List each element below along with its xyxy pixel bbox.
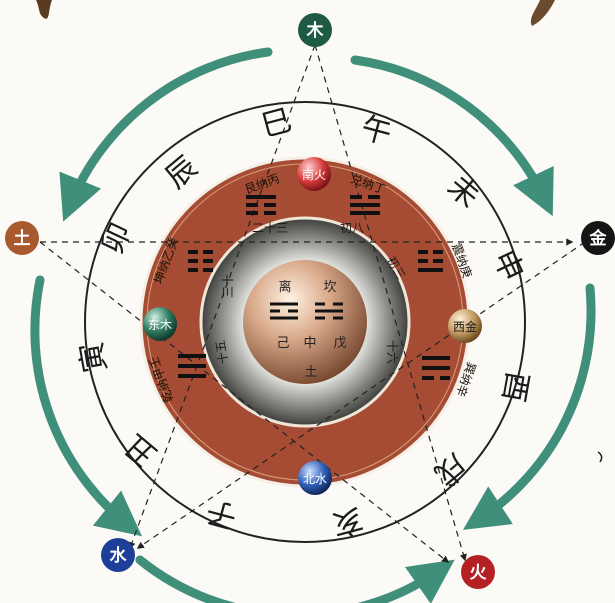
day-16: 十六 — [385, 340, 399, 364]
svg-text:木: 木 — [306, 20, 325, 41]
svg-text:西金: 西金 — [453, 319, 477, 334]
center-tu: 土 — [304, 365, 317, 380]
dragon-claw-left-icon — [36, 0, 52, 19]
branch-wei: 未 — [440, 169, 485, 215]
svg-text:土: 土 — [14, 228, 31, 249]
svg-text:东木: 东木 — [148, 318, 172, 332]
ink-mark-icon — [598, 452, 602, 462]
direction-east: 东木 — [143, 307, 177, 341]
center-ji: 己 — [276, 336, 289, 351]
direction-south: 南火 — [297, 157, 331, 191]
center-li: 离 — [278, 279, 291, 295]
arrow-cycle-icon — [140, 560, 440, 603]
center-wu: 戊 — [333, 336, 346, 351]
branch-xu: 戌 — [427, 446, 472, 492]
branch-wu: 午 — [357, 111, 395, 153]
element-fire: 火 — [461, 555, 495, 589]
day-8: 初八 — [340, 221, 364, 235]
dragon-claw-right-icon — [531, 0, 555, 26]
svg-text:北水: 北水 — [303, 472, 327, 486]
arrow-cycle-icon — [478, 288, 591, 520]
branch-hai: 亥 — [328, 501, 366, 543]
svg-text:火: 火 — [470, 563, 488, 583]
element-water: 水 — [101, 538, 135, 572]
element-earth: 土 — [5, 221, 39, 255]
branch-zi: 子 — [203, 493, 241, 535]
branch-chen: 辰 — [159, 150, 204, 196]
day-30: 三十 — [221, 274, 235, 298]
branch-chou: 丑 — [118, 427, 163, 473]
element-metal: 金 — [581, 221, 615, 255]
branch-you: 酉 — [495, 369, 535, 405]
center-zhong: 中 — [303, 336, 316, 351]
branch-yin: 寅 — [74, 339, 114, 375]
svg-text:南火: 南火 — [302, 167, 326, 182]
direction-west: 西金 — [448, 309, 482, 343]
center-kan: 坎 — [323, 280, 336, 295]
element-wood: 木 — [298, 13, 332, 47]
svg-text:水: 水 — [110, 545, 128, 566]
branch-shen: 申 — [486, 245, 530, 287]
branch-mao: 卯 — [95, 218, 139, 260]
day-23: 二十三 — [252, 221, 288, 235]
direction-north: 北水 — [298, 461, 332, 495]
svg-text:金: 金 — [589, 228, 608, 249]
arrow-cycle-icon — [35, 280, 128, 525]
branch-si: 巳 — [258, 103, 296, 145]
